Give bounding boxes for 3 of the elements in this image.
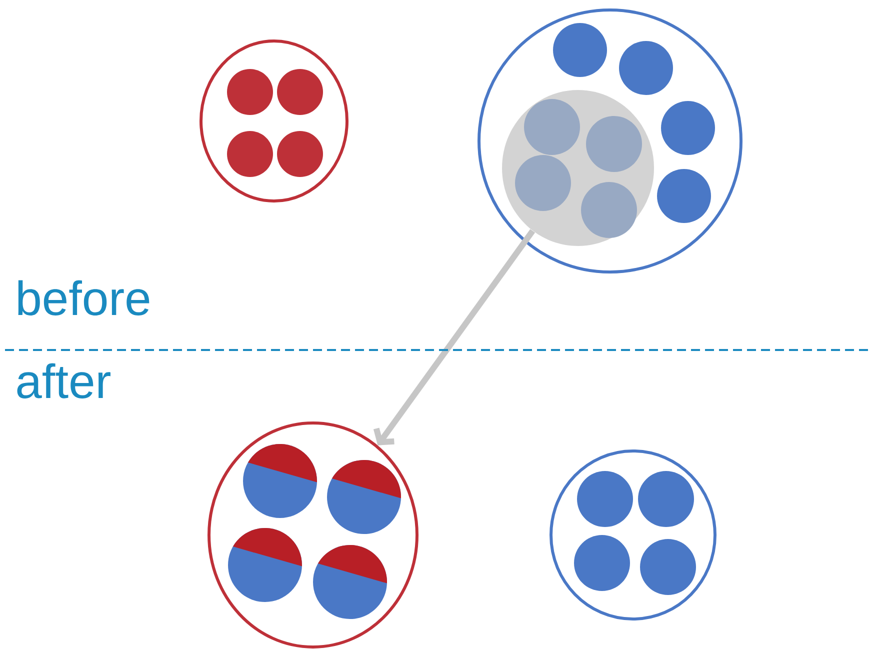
section-label: before xyxy=(18,280,150,316)
arrow xyxy=(373,229,536,446)
section-label: after xyxy=(17,363,110,398)
